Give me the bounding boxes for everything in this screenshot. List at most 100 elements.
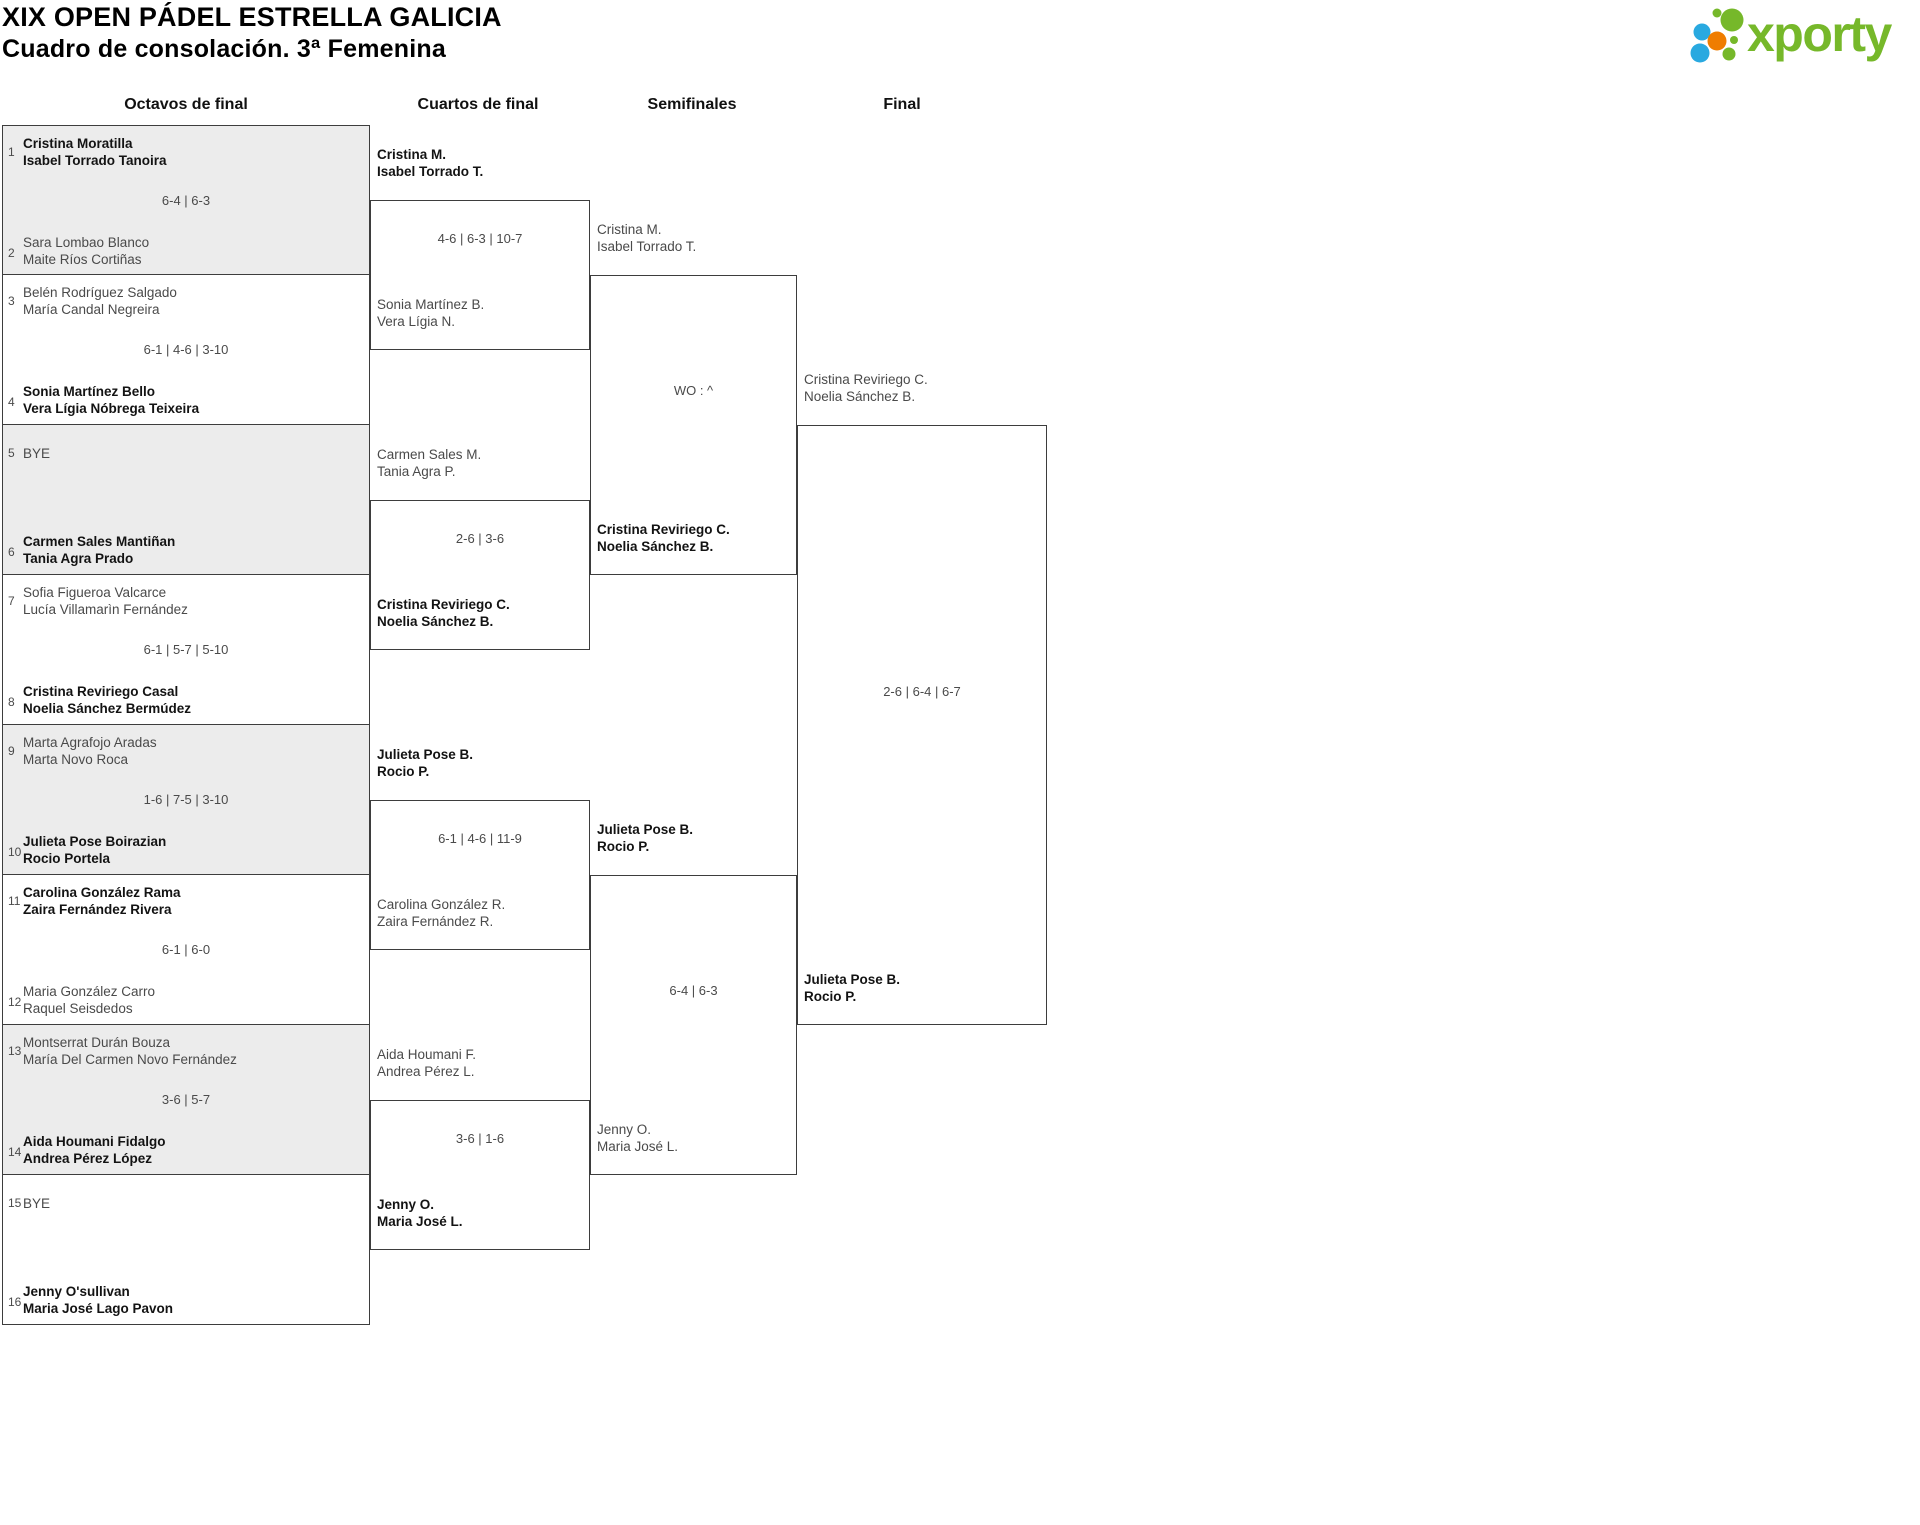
team-name-line: Maria González Carro [23,984,156,999]
connector-box-final-1: 2-6 | 6-4 | 6-7 [797,425,1047,1025]
team-name-line: Raquel Seisdedos [23,1001,133,1016]
bracket-subtitle: Cuadro de consolación. 3ª Femenina [2,35,446,63]
participant-names: Cristina Reviriego C.Noelia Sánchez B. [804,371,928,405]
team-name-line: Julieta Pose Boirazian [23,834,167,849]
team-name-line: Carolina González Rama [23,885,181,900]
team-name-line: Rocio P. [597,839,650,854]
team-name-line: Rocio P. [377,764,430,779]
team-name-line: Julieta Pose B. [804,972,901,987]
seed-number: 8 [8,695,15,709]
team-name-line: Lucía Villamarìn Fernández [23,602,188,617]
team-name-line: María Candal Negreira [23,302,160,317]
team-name-line: Cristina Reviriego C. [804,372,928,387]
team-name-line: BYE [23,1196,51,1211]
participant-names: Carolina González R.Zaira Fernández R. [377,896,505,930]
team-name-line: Carolina González R. [377,897,506,912]
match-score: 3-6 | 1-6 [455,1131,505,1146]
participant-names: Jenny O. Maria José L. [597,1121,678,1155]
team-name-line: Maria José Lago Pavon [23,1301,174,1316]
tournament-title: XIX OPEN PÁDEL ESTRELLA GALICIA [2,2,502,32]
team-names: BYE [23,445,50,462]
team-name-line: Maria José L. [597,1139,679,1154]
team-name-line: Carmen Sales Mantiñan [23,534,176,549]
seed-number: 6 [8,545,15,559]
seed-number: 16 [8,1295,22,1309]
team-name-line: Maite Ríos Cortiñas [23,252,142,267]
team-name-line: Carmen Sales M. [377,447,482,462]
connector-box-cuartos-3: 6-1 | 4-6 | 11-9 [370,800,590,950]
seed-number: 3 [8,294,15,308]
match-score: 2-6 | 6-4 | 6-7 [883,684,961,699]
team-name-line: Isabel Torrado Tanoira [23,153,167,168]
seed-number: 15 [8,1196,22,1210]
team-name-line: Jenny O. [597,1122,652,1137]
team-name-line: Isabel Torrado T. [597,239,697,254]
team-name-line: Sara Lombao Blanco [23,235,150,250]
team-name-line: Vera Lígia N. [377,314,456,329]
seed-number: 5 [8,446,15,460]
team-name-line: Vera Lígia Nóbrega Teixeira [23,401,200,416]
team-name-line: Julieta Pose B. [377,747,474,762]
match-score: 1-6 | 7-5 | 3-10 [143,792,229,807]
team-name-line: Noelia Sánchez B. [377,614,494,629]
team-name-line: Cristina Reviriego C. [377,597,510,612]
seed-number: 11 [8,894,21,908]
team-name-line: Julieta Pose B. [597,822,694,837]
participant-names: Cristina Reviriego C. Noelia Sánchez B. [377,596,510,630]
team-name-line: Cristina Moratilla [23,136,133,151]
seed-number: 12 [8,995,22,1009]
team-name-line: Rocio P. [804,989,857,1004]
seed-number: 7 [8,594,15,608]
participant-names: Julieta Pose B. Rocio P. [804,971,900,1005]
team-name-line: María Del Carmen Novo Fernández [23,1052,237,1067]
participant-names: Aida Houmani F.Andrea Pérez L. [377,1046,476,1080]
team-name-line: Montserrat Durán Bouza [23,1035,171,1050]
seed-number: 2 [8,246,15,260]
match-score: 3-6 | 5-7 [161,1092,211,1107]
match-score: 4-6 | 6-3 | 10-7 [437,231,523,246]
connector-box-semifinales-2: 6-4 | 6-3 [590,875,797,1175]
team-name-line: Marta Novo Roca [23,752,129,767]
participant-names: Jenny O.Maria José L. [377,1196,463,1230]
team-name-line: Maria José L. [377,1214,463,1229]
team-name-line: Cristina M. [377,147,447,162]
team-name-line: Aida Houmani F. [377,1047,477,1062]
team-name-line: Rocio Portela [23,851,111,866]
round-header-2: Semifinales [647,96,737,113]
team-name-line: Belén Rodríguez Salgado [23,285,177,300]
connector-box-semifinales-1: WO : ^ [590,275,797,575]
connector-box-cuartos-2: 2-6 | 3-6 [370,500,590,650]
xporty-logo-text: xporty [1747,6,1892,62]
team-name-line: Noelia Sánchez B. [597,539,714,554]
team-names: BYE [23,1195,50,1212]
participant-names: Sonia Martínez B. Vera Lígia N. [377,296,484,330]
team-name-line: Andrea Pérez López [23,1151,153,1166]
team-name-line: Cristina Reviriego Casal [23,684,179,699]
seed-number: 9 [8,744,15,758]
participant-names: Julieta Pose B. Rocio P. [597,821,693,855]
round-header-3: Final [883,96,921,113]
connector-box-cuartos-4: 3-6 | 1-6 [370,1100,590,1250]
team-name-line: Jenny O'sullivan [23,1284,130,1299]
xporty-logo-icon [1690,8,1744,63]
team-name-line: Sonia Martínez B. [377,297,485,312]
xporty-logo[interactable]: xporty [1686,3,1892,65]
seed-number: 10 [8,845,22,859]
seed-number: 14 [8,1145,22,1159]
